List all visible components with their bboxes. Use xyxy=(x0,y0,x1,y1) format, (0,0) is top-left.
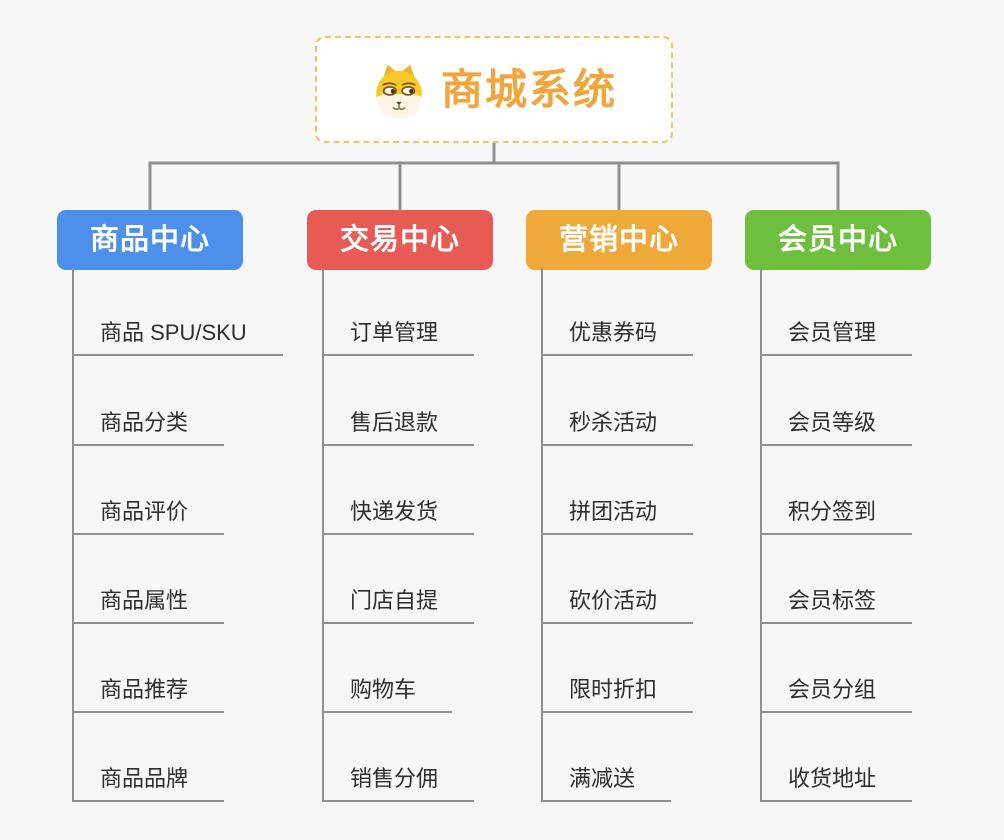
branch-vertical-line xyxy=(322,268,324,802)
root-node-mall-system[interactable]: 商城系统 xyxy=(315,36,673,143)
leaf-node[interactable]: 商品分类 xyxy=(72,410,225,446)
branch-vertical-line xyxy=(541,268,543,802)
leaf-node[interactable]: 积分签到 xyxy=(760,499,913,535)
leaf-node[interactable]: 拼团活动 xyxy=(541,499,694,535)
branch-vertical-line xyxy=(72,268,74,802)
branch-label: 营销中心 xyxy=(558,223,679,256)
branch-node-trade-center[interactable]: 交易中心 xyxy=(307,210,493,270)
branch-children-member-center: 会员管理 会员等级 积分签到 会员标签 会员分组 收货地址 xyxy=(760,268,980,804)
leaf-node[interactable]: 会员分组 xyxy=(760,677,913,713)
branch-children-marketing-center: 优惠券码 秒杀活动 拼团活动 砍价活动 限时折扣 满减送 xyxy=(541,268,761,804)
leaf-node[interactable]: 快递发货 xyxy=(322,499,475,535)
leaf-node[interactable]: 商品评价 xyxy=(72,499,225,535)
branch-node-member-center[interactable]: 会员中心 xyxy=(745,210,931,270)
leaf-node[interactable]: 优惠券码 xyxy=(541,320,694,356)
shiba-dog-icon xyxy=(371,62,427,118)
leaf-node[interactable]: 会员管理 xyxy=(760,320,913,356)
leaf-node[interactable]: 售后退款 xyxy=(322,410,475,446)
leaf-node[interactable]: 会员标签 xyxy=(760,588,913,624)
leaf-node[interactable]: 商品推荐 xyxy=(72,677,225,713)
leaf-node[interactable]: 商品 SPU/SKU xyxy=(72,320,283,356)
branch-label: 会员中心 xyxy=(777,223,898,256)
branch-children-product-center: 商品 SPU/SKU 商品分类 商品评价 商品属性 商品推荐 商品品牌 xyxy=(72,268,292,804)
leaf-node[interactable]: 门店自提 xyxy=(322,588,475,624)
branch-vertical-line xyxy=(760,268,762,802)
leaf-node[interactable]: 商品品牌 xyxy=(72,766,225,802)
leaf-node[interactable]: 限时折扣 xyxy=(541,677,694,713)
leaf-node[interactable]: 销售分佣 xyxy=(322,766,475,802)
branch-label: 交易中心 xyxy=(339,223,460,256)
leaf-node[interactable]: 订单管理 xyxy=(322,320,475,356)
leaf-node[interactable]: 秒杀活动 xyxy=(541,410,694,446)
leaf-node[interactable]: 商品属性 xyxy=(72,588,225,624)
leaf-node[interactable]: 购物车 xyxy=(322,677,453,713)
leaf-node[interactable]: 收货地址 xyxy=(760,766,913,802)
branch-node-product-center[interactable]: 商品中心 xyxy=(57,210,243,270)
branch-node-marketing-center[interactable]: 营销中心 xyxy=(526,210,712,270)
leaf-node[interactable]: 砍价活动 xyxy=(541,588,694,624)
branch-label: 商品中心 xyxy=(89,223,210,256)
root-node-title: 商城系统 xyxy=(440,65,617,113)
leaf-node[interactable]: 会员等级 xyxy=(760,410,913,446)
leaf-node[interactable]: 满减送 xyxy=(541,766,672,802)
branch-children-trade-center: 订单管理 售后退款 快递发货 门店自提 购物车 销售分佣 xyxy=(322,268,542,804)
